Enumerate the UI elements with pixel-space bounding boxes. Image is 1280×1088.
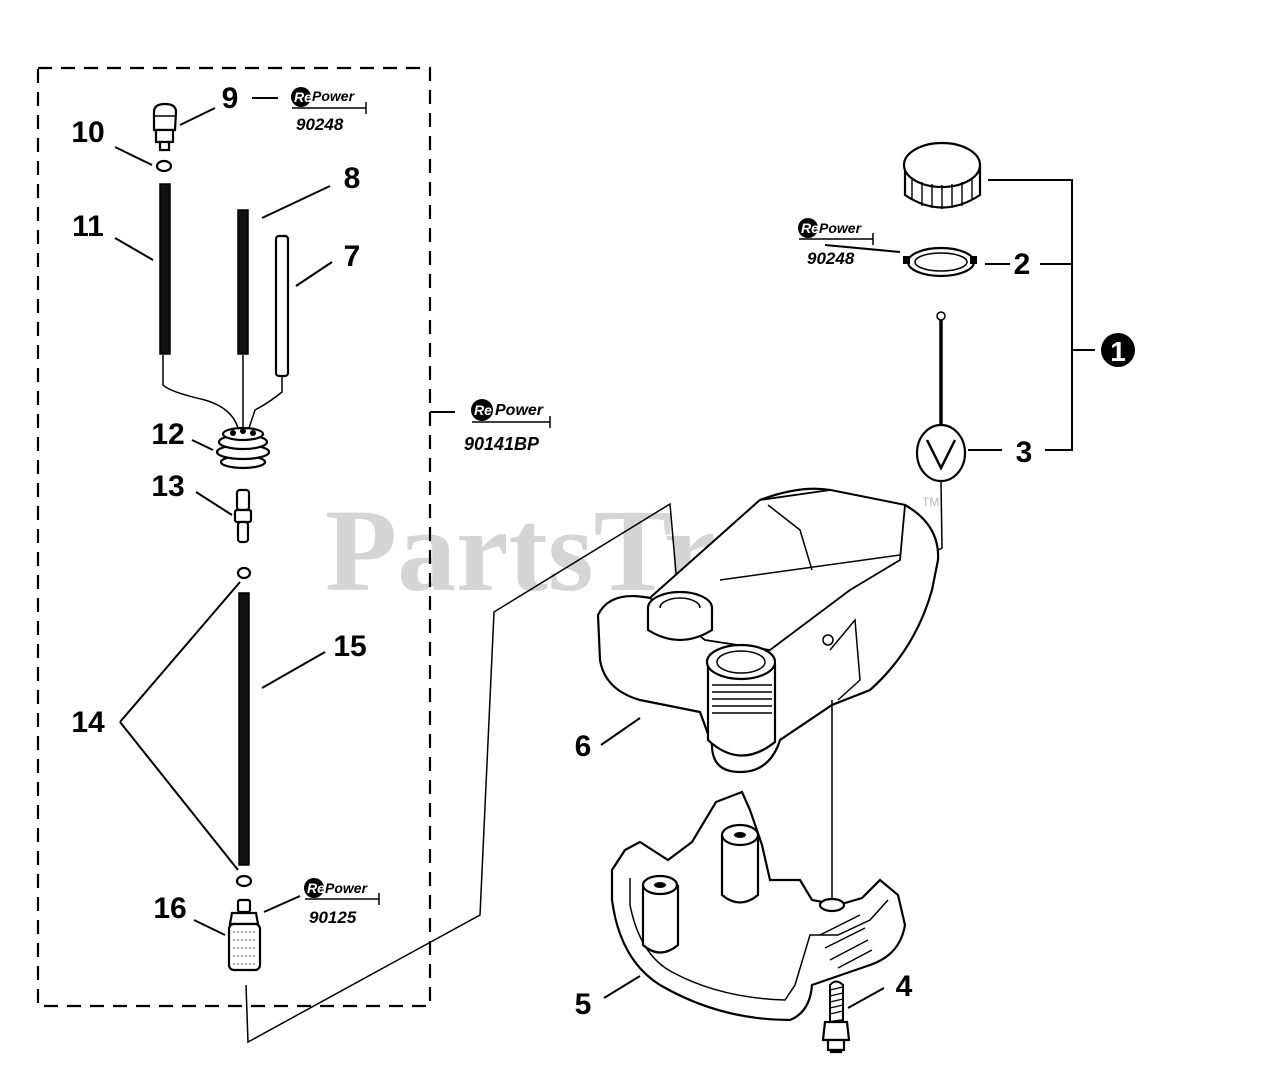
leader-lines (114, 97, 901, 1009)
bracket-1 (988, 179, 1073, 451)
part-12-grommet (215, 426, 271, 470)
callout-13: 13 (151, 470, 184, 503)
callout-1-label: 1 (1110, 336, 1126, 367)
repower-power: Power (312, 88, 356, 104)
repower-badge-90125: Re Power 90125 (304, 878, 380, 927)
repower-power: Power (819, 220, 863, 236)
part-4-screw (821, 980, 851, 1054)
fuel-routing-line (245, 502, 679, 1044)
part-fuel-cap (902, 141, 982, 209)
part-9-fitting (152, 102, 178, 152)
repower-part-number: 90248 (807, 249, 855, 268)
repower-re: Re (801, 220, 819, 236)
part-6-fuel-tank (596, 487, 940, 774)
repower-part-number: 90141BP (464, 434, 540, 454)
callout-10: 10 (71, 116, 104, 149)
repower-power: Power (325, 880, 369, 896)
callout-7: 7 (344, 240, 361, 273)
repower-power: Power (495, 402, 544, 419)
callout-16: 16 (153, 892, 186, 925)
callout-12: 12 (151, 418, 184, 451)
callout-6: 6 (575, 730, 592, 763)
part-8-fuel-line (237, 209, 249, 355)
repower-part-number: 90125 (309, 908, 357, 927)
callout-11: 11 (72, 210, 104, 243)
part-2-retainer-ring (903, 246, 977, 278)
callout-15: 15 (333, 630, 366, 663)
callout-8: 8 (344, 162, 361, 195)
routing-line-11 (162, 355, 239, 429)
callout-14: 14 (71, 706, 105, 739)
repower-part-number: 90248 (296, 115, 344, 134)
callout-9: 9 (222, 82, 239, 115)
part-16-fuel-filter (227, 898, 262, 972)
repower-badge-90141bp: Re Power 90141BP (464, 399, 551, 454)
callout-3: 3 (1016, 436, 1033, 469)
part-14-oring-bottom (235, 874, 253, 888)
callout-1-circle (1101, 333, 1135, 367)
repower-re: Re (294, 89, 312, 105)
part-10-oring (155, 159, 173, 173)
callout-5: 5 (575, 988, 592, 1021)
fuel-line-kit-box (36, 66, 432, 1008)
routing-line-7 (248, 377, 283, 429)
repower-badge-90248-cap: Re Power 90248 (798, 218, 874, 268)
repower-re: Re (307, 880, 325, 896)
watermark-trademark: TM (922, 495, 939, 509)
repower-badge-90248-kit: Re Power 90248 (291, 87, 367, 134)
part-3-tether (759, 311, 967, 651)
part-11-fuel-line (159, 183, 171, 355)
repower-re: Re (474, 402, 492, 418)
part-13-connector (233, 488, 253, 544)
part-15-fuel-line (238, 592, 250, 866)
part-7-vent-tube (274, 234, 290, 378)
part-5-tank-base (610, 790, 907, 1022)
part-14-oring-top (236, 566, 252, 580)
callout-labels: 9 10 11 8 7 12 13 15 14 16 2 3 6 5 4 (71, 82, 1032, 1021)
callout-2: 2 (1014, 248, 1031, 281)
callout-4: 4 (896, 970, 913, 1003)
